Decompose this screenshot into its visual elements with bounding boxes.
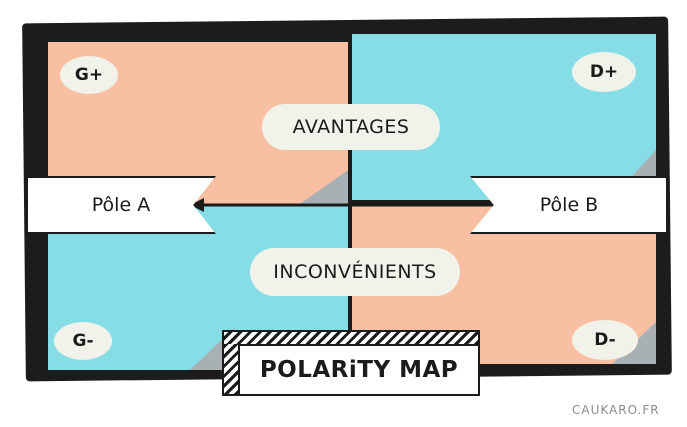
credit-text: CAUKARO.FR — [572, 403, 660, 417]
label-inconvenients: INCONVÉNIENTS — [250, 248, 460, 296]
double-arrow — [190, 198, 510, 212]
page-curl-top-left — [300, 170, 348, 204]
pole-b-banner: Pôle B — [470, 176, 668, 234]
label-d-plus: D+ — [572, 52, 636, 92]
pole-a-banner: Pôle A — [26, 176, 216, 234]
label-g-plus: G+ — [60, 56, 118, 94]
title-plaque: POLARiTY MAP — [222, 330, 480, 396]
diagram-title: POLARiTY MAP — [259, 357, 459, 383]
label-d-minus: D- — [572, 320, 638, 360]
title-plaque-top — [224, 332, 478, 346]
label-avantages: AVANTAGES — [262, 104, 440, 150]
title-plaque-side — [224, 344, 240, 394]
label-g-minus: G- — [54, 322, 112, 360]
